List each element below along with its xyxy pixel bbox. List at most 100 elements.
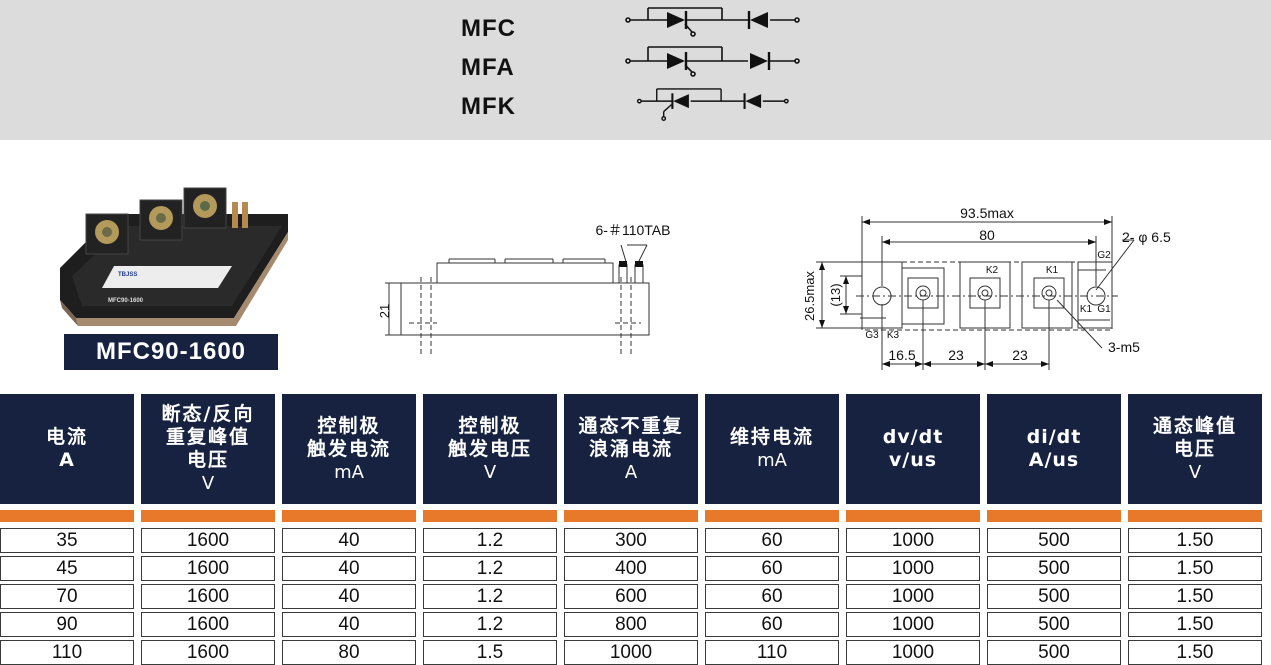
orange-divider: [705, 510, 839, 522]
table-cell: 1.50: [1128, 612, 1262, 637]
header-vgt-line1: 控制极: [458, 414, 522, 437]
table-cell: 1000: [846, 640, 980, 665]
terminal-k1-label: K1: [1046, 265, 1059, 276]
mfk-circuit-symbol: [636, 88, 789, 121]
table-cell: 500: [987, 640, 1121, 665]
table-cell: 60: [705, 612, 839, 637]
header-gate-trigger-current: 控制极 触发电流 mA: [282, 394, 416, 504]
table-cell: 90: [0, 612, 134, 637]
header-voltage-line3: 电压: [186, 449, 229, 471]
table-cell: 80: [282, 640, 416, 665]
table-cell: 40: [282, 528, 416, 553]
table-cell: 1600: [141, 612, 275, 637]
side-height-label: 21: [377, 304, 392, 318]
module-terminals: [85, 187, 248, 255]
header-current-line1: 电流: [45, 426, 88, 448]
header-vtm-line1: 通态峰值: [1152, 414, 1237, 437]
model-type-mfa: MFA: [461, 54, 515, 81]
header-igt-line2: 触发电流: [306, 437, 391, 460]
photo-logo-text: TBJSS: [118, 272, 137, 278]
header-voltage-line2: 重复峰值: [165, 426, 250, 448]
header-current-unit: A: [59, 449, 75, 471]
table-cell: 500: [987, 612, 1121, 637]
table-cell: 600: [564, 584, 698, 609]
terminal-g1-label: G1: [1097, 304, 1111, 315]
table-cell: 500: [987, 584, 1121, 609]
header-vgt-unit: V: [483, 461, 497, 483]
table-cell: 300: [564, 528, 698, 553]
header-gate-trigger-voltage: 控制极 触发电压 V: [423, 394, 557, 504]
table-cell: 1600: [141, 528, 275, 553]
header-surge-current: 通态不重复 浪涌电流 A: [564, 394, 698, 504]
orange-divider: [141, 510, 275, 522]
table-cell: 40: [282, 584, 416, 609]
terminal-k1-small-label: K1: [1080, 304, 1093, 315]
table-cell: 500: [987, 528, 1121, 553]
table-cell: 1.50: [1128, 556, 1262, 581]
table-cell: 1.2: [423, 584, 557, 609]
header-surge-line1: 通态不重复: [578, 414, 684, 437]
table-cell: 1.50: [1128, 584, 1262, 609]
header-surge-unit: A: [624, 461, 638, 483]
table-cell: 400: [564, 556, 698, 581]
header-on-state-voltage: 通态峰值 电压 V: [1128, 394, 1262, 504]
product-model-label: MFC90-1600: [64, 334, 278, 370]
terminal-k3-label: K3: [887, 330, 900, 341]
header-vtm-unit: V: [1188, 461, 1202, 483]
table-cell: 40: [282, 556, 416, 581]
table-cell: 110: [0, 640, 134, 665]
header-ih-line1: 维持电流: [729, 426, 814, 448]
header-igt-line1: 控制极: [317, 414, 381, 437]
table-cell: 60: [705, 528, 839, 553]
terminal-g2-label: G2: [1097, 250, 1111, 261]
table-cell: 60: [705, 556, 839, 581]
hole-diameter-label: 2- φ 6.5: [1122, 229, 1171, 245]
table-cell: 1.2: [423, 612, 557, 637]
header-current: 电流 A: [0, 394, 134, 504]
header-vtm-line2: 电压: [1173, 437, 1216, 460]
model-type-mfc: MFC: [461, 15, 516, 42]
module-product-photo: TBJSS MFC90-1600: [60, 187, 288, 326]
top-view-drawing: 93.5max 80 2- φ 6.5 26.5max (13) 3-m5 16…: [802, 205, 1171, 370]
orange-divider: [987, 510, 1121, 522]
table-cell: 1.5: [423, 640, 557, 665]
header-di-dt: di/dt A/us: [987, 394, 1121, 504]
mfa-circuit-symbol: [625, 46, 800, 77]
header-dvdt-unit: v/us: [888, 449, 938, 471]
orange-divider: [846, 510, 980, 522]
table-cell: 1600: [141, 584, 275, 609]
table-cell: 1000: [846, 556, 980, 581]
header-vgt-line2: 触发电压: [447, 437, 532, 460]
terminal-k2-label: K2: [986, 265, 999, 276]
header-didt-line1: di/dt: [1026, 426, 1082, 448]
table-cell: 1.50: [1128, 528, 1262, 553]
orange-divider: [1128, 510, 1262, 522]
header-holding-current: 维持电流 mA: [705, 394, 839, 504]
table-cell: 110: [705, 640, 839, 665]
table-cell: 1600: [141, 556, 275, 581]
table-cell: 35: [0, 528, 134, 553]
tab-spec-label: 6-＃110TAB: [596, 222, 671, 238]
circuit-types-band: [0, 0, 1271, 140]
header-repetitive-voltage: 断态/反向 重复峰值 电压 V: [141, 394, 275, 504]
header-igt-unit: mA: [334, 461, 364, 483]
header-didt-unit: A/us: [1028, 449, 1080, 471]
table-cell: 1.2: [423, 528, 557, 553]
dimension-23-b: 23: [1012, 347, 1028, 363]
header-ih-unit: mA: [757, 450, 787, 471]
photo-model-text: MFC90-1600: [108, 298, 144, 304]
table-cell: 1600: [141, 640, 275, 665]
table-cell: 500: [987, 556, 1121, 581]
orange-divider: [564, 510, 698, 522]
overall-length-label: 93.5max: [960, 205, 1014, 221]
table-cell: 1.50: [1128, 640, 1262, 665]
table-cell: 40: [282, 612, 416, 637]
table-cell: 60: [705, 584, 839, 609]
table-cell: 1000: [846, 584, 980, 609]
header-surge-line2: 浪涌电流: [588, 437, 673, 460]
mfc-circuit-symbol: [625, 7, 800, 37]
header-voltage-line1: 断态/反向: [161, 403, 255, 425]
orange-divider: [423, 510, 557, 522]
side-view-drawing: 6-＃110TAB 21: [377, 222, 671, 357]
dimension-16-5: 16.5: [888, 347, 915, 363]
